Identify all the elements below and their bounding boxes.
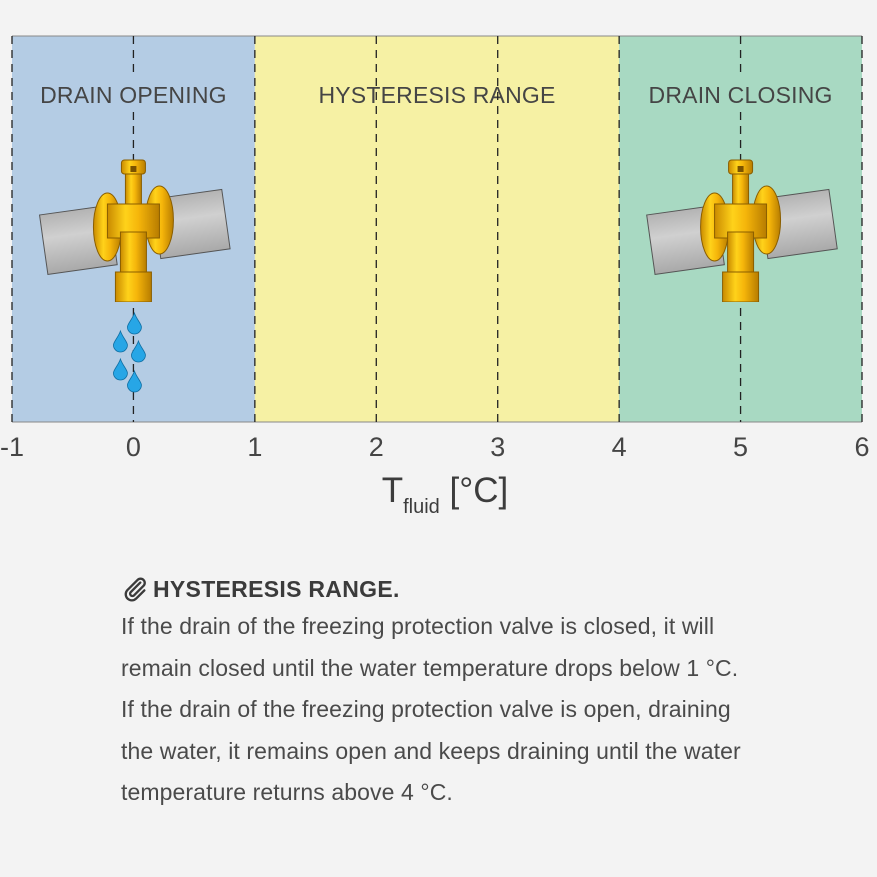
axis-title-sub: fluid xyxy=(403,496,440,518)
tick-labels-layer: -1 0 1 2 3 4 5 6 xyxy=(0,432,870,462)
zone-label: DRAIN CLOSING xyxy=(649,82,833,108)
paperclip-icon xyxy=(124,577,146,602)
axis-title-unit: [°C] xyxy=(440,471,508,510)
tick-label: 3 xyxy=(490,432,505,462)
note-line: If the drain of the freezing protection … xyxy=(121,696,731,722)
hysteresis-note: HYSTERESIS RANGE. If the drain of the fr… xyxy=(121,572,801,814)
zone-label: DRAIN OPENING xyxy=(40,82,227,108)
note-line: temperature returns above 4 °C. xyxy=(121,779,453,805)
tick-label: 6 xyxy=(854,432,869,462)
water-drop-icon xyxy=(131,339,146,363)
note-line: If the drain of the freezing protection … xyxy=(121,613,715,639)
tick-label: 0 xyxy=(126,432,141,462)
note-heading: HYSTERESIS RANGE. xyxy=(121,572,801,606)
note-line: remain closed until the water temperatur… xyxy=(121,654,739,681)
note-heading-text: HYSTERESIS RANGE. xyxy=(153,575,400,602)
water-drop-icon xyxy=(113,357,128,381)
water-drop-icon xyxy=(127,369,142,393)
valves-layer xyxy=(39,159,838,393)
note-line: the water, it remains open and keeps dra… xyxy=(121,737,741,764)
zone-label: HYSTERESIS RANGE xyxy=(318,82,555,108)
hysteresis-diagram: DRAIN OPENING HYSTERESIS RANGE DRAIN CLOSI… xyxy=(0,35,870,518)
tick-label: -1 xyxy=(0,432,24,462)
tick-label: 2 xyxy=(369,432,384,462)
zone-band xyxy=(254,36,620,422)
water-drop-icon xyxy=(113,329,128,353)
axis-title: Tfluid [°C] xyxy=(382,471,509,518)
water-drop-icon xyxy=(127,311,142,335)
axis-title-main: T xyxy=(382,471,403,510)
tick-label: 5 xyxy=(733,432,748,462)
tick-label: 1 xyxy=(247,432,262,462)
tick-label: 4 xyxy=(612,432,627,462)
